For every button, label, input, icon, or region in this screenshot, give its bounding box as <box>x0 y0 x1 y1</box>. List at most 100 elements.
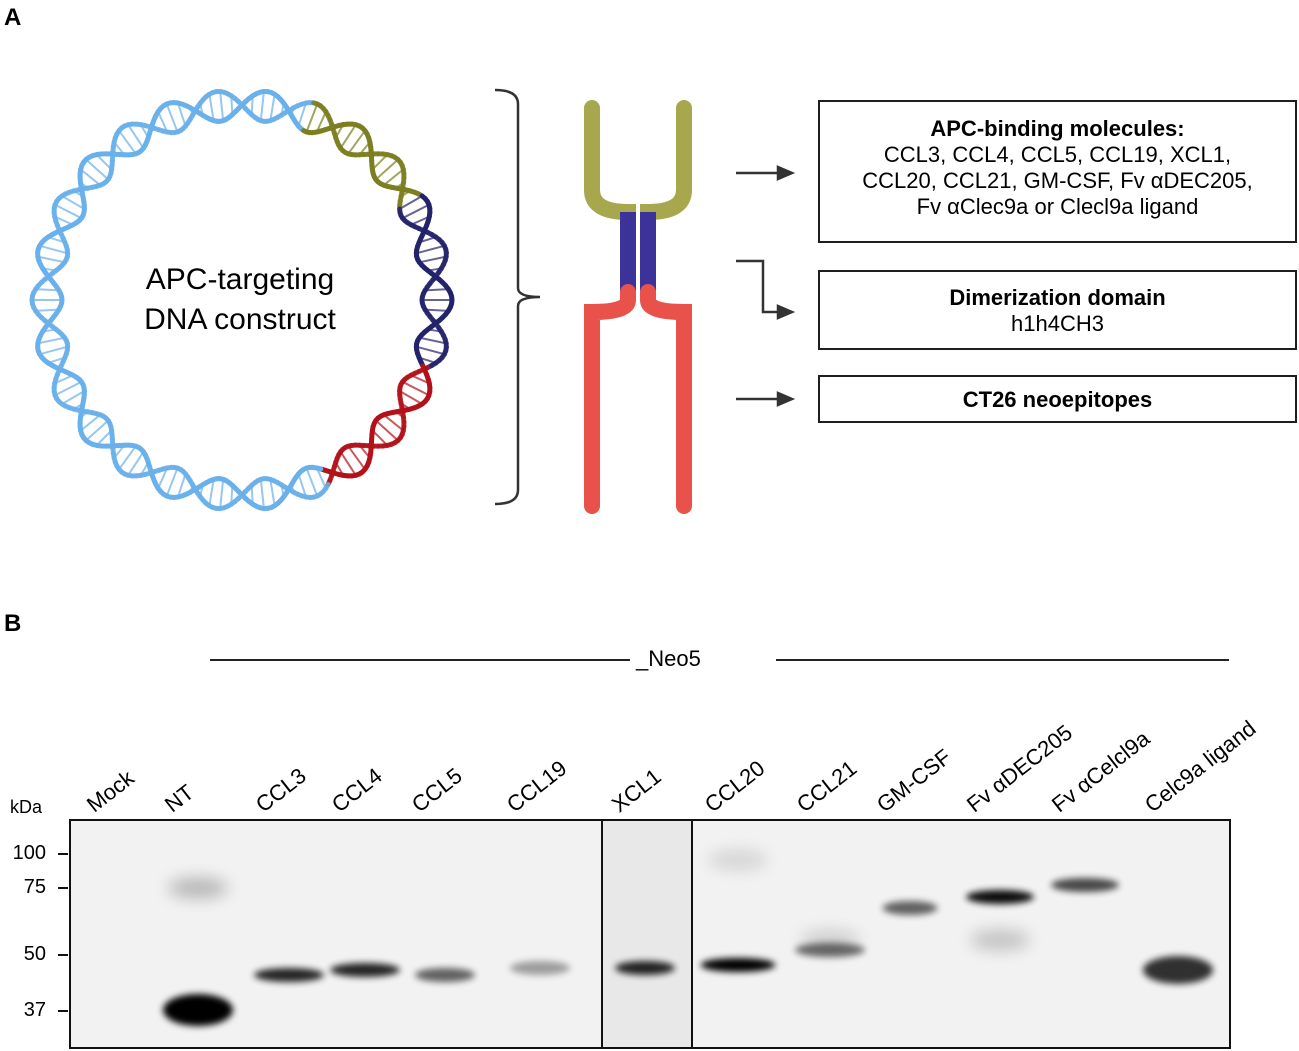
dna-rung <box>85 158 109 181</box>
panel-a-letter: A <box>4 4 22 31</box>
dna-rung <box>269 479 276 506</box>
plasmid-label: APC-targeting DNA construct <box>110 260 370 340</box>
dna-rung <box>297 473 307 498</box>
dna-rung <box>54 374 74 385</box>
dna-rung <box>425 288 449 292</box>
dna-rung <box>219 479 225 509</box>
apc-binding-line: Fv αClec9a or Clecl9a ligand <box>916 194 1199 219</box>
blot-smear <box>168 878 228 898</box>
dna-rung <box>157 111 169 133</box>
dna-rung <box>219 91 225 121</box>
dna-rung <box>35 308 59 312</box>
kda-marker: 50 <box>23 943 46 965</box>
plasmid-dna-icon <box>29 88 455 512</box>
dna-rung <box>399 195 423 210</box>
blot-bands <box>163 850 1213 1026</box>
blot-smear <box>970 930 1030 950</box>
dna-rung <box>347 130 366 155</box>
blot-band <box>882 901 938 915</box>
dna-rung <box>410 215 430 226</box>
dna-rung <box>399 390 423 405</box>
blot-band <box>254 968 324 982</box>
dna-rung <box>315 467 327 489</box>
dna-rung <box>416 345 445 356</box>
dna-rung <box>95 153 113 171</box>
kda-marker: 37 <box>23 999 46 1021</box>
dna-rung <box>118 130 137 155</box>
dna-rung <box>305 103 319 133</box>
dna-rung <box>402 203 430 220</box>
dna-rung <box>54 380 82 397</box>
blot-smear <box>800 930 860 950</box>
dna-rung <box>95 429 113 447</box>
dna-strand <box>236 99 245 108</box>
blot-band <box>966 890 1034 904</box>
dna-rung <box>61 390 85 405</box>
dna-rung <box>383 168 404 186</box>
dimerization-title: Dimerization domain <box>949 285 1166 310</box>
kda-title: kDa <box>10 797 43 817</box>
apc-binding-line: CCL20, CCL21, GM-CSF, Fv αDEC205, <box>862 168 1253 193</box>
dimer-protein-icon <box>584 100 692 514</box>
dna-rung <box>37 336 65 345</box>
dimerization-line: h1h4CH3 <box>1011 311 1104 336</box>
apc-binding-line: CCL3, CCL4, CCL5, CCL19, XCL1, <box>883 142 1232 167</box>
dna-rung <box>80 414 101 432</box>
dna-rung <box>208 479 215 506</box>
plasmid-label-line1: APC-targeting <box>145 263 335 296</box>
plasmid-label-line2: DNA construct <box>144 303 336 336</box>
apc-binding-title: APC-binding molecules: <box>930 116 1185 141</box>
blot-band <box>1143 956 1213 984</box>
bracket <box>494 88 541 506</box>
blot-band <box>163 994 233 1026</box>
arrow-icon <box>736 165 796 407</box>
apc-binding-box: APC-binding molecules: CCL3, CCL4, CCL5,… <box>818 100 1297 243</box>
blot-band <box>510 961 570 975</box>
dna-rung <box>54 215 74 226</box>
dna-rung <box>61 195 85 210</box>
dna-rung <box>39 244 68 255</box>
dna-rung <box>177 102 187 127</box>
dna-rung <box>371 429 389 447</box>
dna-rung <box>339 124 357 149</box>
blot-band <box>615 961 675 975</box>
dimerization-box: Dimerization domain h1h4CH3 <box>818 270 1297 350</box>
dna-rung <box>383 414 404 432</box>
blot-band <box>1051 878 1119 892</box>
dna-rung <box>315 111 327 133</box>
kda-marker: 100 <box>12 842 46 864</box>
blot-smear <box>708 850 768 870</box>
blot-band <box>700 958 776 972</box>
dna-rung <box>347 445 366 470</box>
dna-rung <box>425 308 449 312</box>
dna-rung <box>416 244 445 255</box>
dna-rung <box>127 124 145 149</box>
dna-rung <box>208 94 215 121</box>
dna-rung <box>39 345 68 356</box>
dna-rung <box>118 445 137 470</box>
blot-band <box>330 963 400 977</box>
dna-rung <box>165 103 179 133</box>
kda-marker: 75 <box>23 876 46 898</box>
blot-xcl1-section <box>602 820 692 1048</box>
dna-rung <box>339 451 357 476</box>
dna-rung <box>165 467 179 497</box>
dna-rung <box>402 380 430 397</box>
dna-rung <box>80 168 101 186</box>
dna-rung <box>269 94 276 121</box>
dna-rung <box>259 479 265 509</box>
group-label: _Neo5 <box>632 646 705 672</box>
dna-rung <box>305 467 319 497</box>
dna-rung <box>157 467 169 489</box>
dna-rung <box>259 91 265 121</box>
dna-rung <box>419 255 447 264</box>
neoepitopes-box: CT26 neoepitopes <box>818 375 1297 423</box>
dna-rung <box>85 419 109 442</box>
dna-rung <box>410 374 430 385</box>
dna-rung <box>54 203 82 220</box>
dna-rung <box>419 336 447 345</box>
dna-rung <box>177 473 187 498</box>
dna-rung <box>297 102 307 127</box>
kda-ticks <box>58 853 68 1012</box>
